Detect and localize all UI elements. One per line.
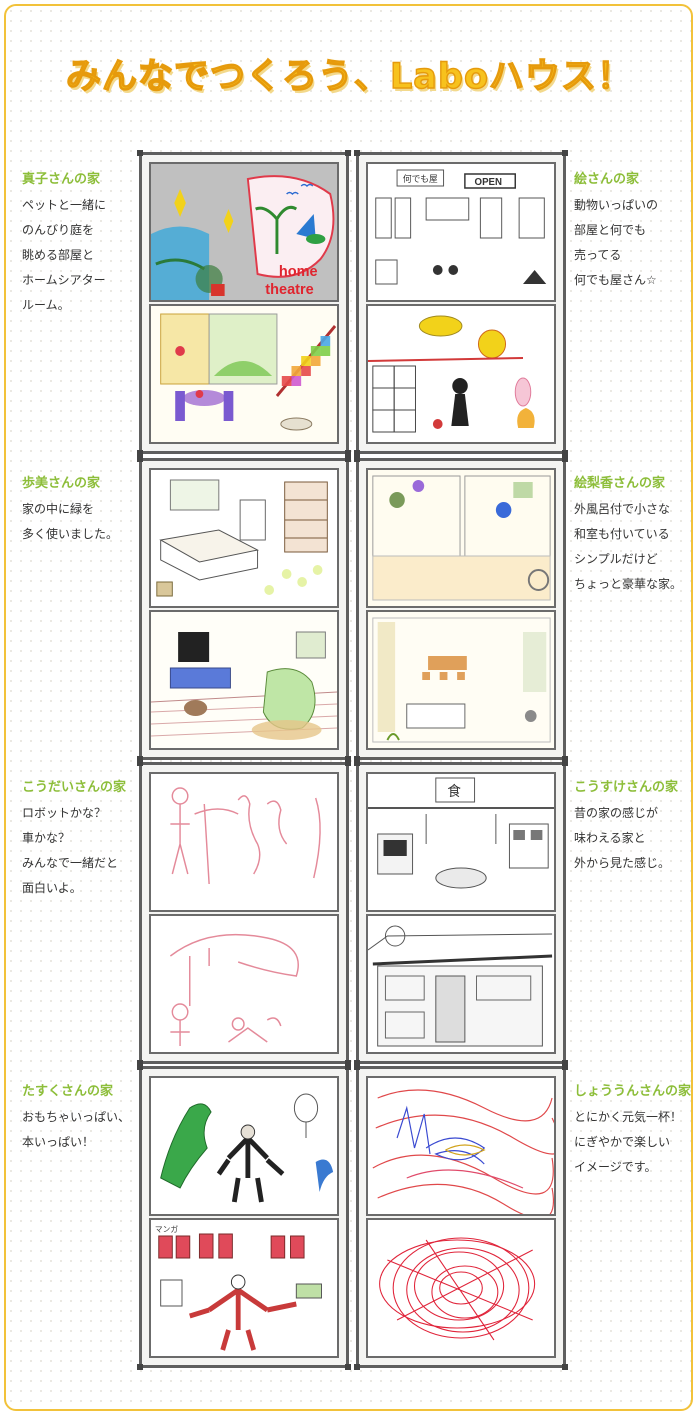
drawing-text-theatre: theatre (265, 282, 313, 298)
car-drawing (151, 916, 337, 1052)
house-name: 絵さんの家 (574, 172, 640, 187)
bedroom-drawing (151, 470, 337, 606)
robot-drawing (151, 774, 337, 910)
house-name: 絵梨香さんの家 (574, 476, 666, 491)
drawing-panel-upper (149, 468, 339, 608)
old-house-interior-drawing: 食 (368, 774, 554, 910)
house-caption-mako: 真子さんの家 ペットと一緒に のんびり庭を 眺める部屋と ホームシアター ルーム… (22, 168, 152, 318)
house-name: こうすけさんの家 (574, 780, 679, 795)
drawing-panel-lower (149, 304, 339, 444)
toys-drawing (151, 1078, 337, 1214)
drawing-panel-upper (366, 1076, 556, 1216)
old-house-exterior-drawing (368, 916, 554, 1052)
house-drawing-kousuke[interactable]: 食 (354, 760, 568, 1066)
house-description: 動物いっぱいの 部屋と何でも 売ってる 何でも屋さん☆ (574, 198, 659, 287)
animal-room-drawing (368, 306, 554, 442)
living-room-drawing (151, 612, 337, 748)
house-name: こうだいさんの家 (22, 780, 127, 795)
house-description: ロボットかな？ 車かな？ みんなで一緒だと 面白いよ。 (22, 806, 119, 895)
house-drawing-tasuku[interactable]: マンガ (137, 1064, 351, 1370)
scribble-drawing-lower (368, 1220, 554, 1356)
house-description: とにかく元気一杯！ にぎやかで楽しい イメージです。 (574, 1110, 683, 1174)
house-caption-tasuku: たすくさんの家 おもちゃいっぱい、 本いっぱい！ (22, 1080, 152, 1155)
house-caption-shouun: しょううんさんの家 とにかく元気一杯！ にぎやかで楽しい イメージです。 (574, 1080, 694, 1180)
drawing-panel-lower (149, 610, 339, 750)
books-drawing: マンガ (151, 1220, 337, 1356)
home-theatre-drawing: home theatre (151, 164, 337, 300)
house-name: たすくさんの家 (22, 1084, 114, 1099)
drawing-panel-upper (366, 468, 556, 608)
drawing-panel-lower (366, 304, 556, 444)
shop-drawing: 何でも屋 OPEN (368, 164, 554, 300)
drawing-panel-lower (366, 610, 556, 750)
house-drawing-shouun[interactable] (354, 1064, 568, 1370)
drawing-panel-lower: マンガ (149, 1218, 339, 1358)
house-caption-koudai: こうだいさんの家 ロボットかな？ 車かな？ みんなで一緒だと 面白いよ。 (22, 776, 152, 901)
drawing-panel-upper: home theatre (149, 162, 339, 302)
bath-floor-drawing (368, 470, 554, 606)
drawing-text-shop: 何でも屋 (403, 173, 438, 185)
house-drawing-koudai[interactable] (137, 760, 351, 1066)
page-title: みんなでつくろう、Laboハウス！ (65, 56, 634, 97)
dining-floor-drawing (368, 612, 554, 748)
drawing-panel-upper: 何でも屋 OPEN (366, 162, 556, 302)
house-drawing-mako[interactable]: home theatre (137, 150, 351, 456)
house-description: おもちゃいっぱい、 本いっぱい！ (22, 1110, 131, 1149)
drawing-text-home: home (279, 264, 318, 280)
house-name: 真子さんの家 (22, 172, 101, 187)
drawing-text-food: 食 (447, 783, 461, 800)
garden-room-drawing (151, 306, 337, 442)
drawing-panel-upper (149, 772, 339, 912)
drawing-panel-lower (366, 1218, 556, 1358)
house-description: 外風呂付で小さな 和室も付いている シンプルだけど ちょっと豪華な家。 (574, 502, 683, 591)
scribble-drawing-upper (368, 1078, 554, 1214)
drawing-panel-lower (149, 914, 339, 1054)
house-drawing-e[interactable]: 何でも屋 OPEN (354, 150, 568, 456)
house-name: 歩美さんの家 (22, 476, 101, 491)
drawing-text-manga: マンガ (155, 1224, 178, 1234)
house-description: 家の中に緑を 多く使いました。 (22, 502, 119, 541)
drawing-text-open: OPEN (475, 177, 502, 188)
house-caption-e: 絵さんの家 動物いっぱいの 部屋と何でも 売ってる 何でも屋さん☆ (574, 168, 694, 293)
house-caption-erika: 絵梨香さんの家 外風呂付で小さな 和室も付いている シンプルだけど ちょっと豪華… (574, 472, 694, 597)
drawing-panel-upper (149, 1076, 339, 1216)
drawing-panel-upper: 食 (366, 772, 556, 912)
drawing-panel-lower (366, 914, 556, 1054)
house-caption-kousuke: こうすけさんの家 昔の家の感じが 味わえる家と 外から見た感じ。 (574, 776, 694, 876)
house-drawing-ayumi[interactable] (137, 456, 351, 762)
house-caption-ayumi: 歩美さんの家 家の中に緑を 多く使いました。 (22, 472, 152, 547)
house-drawing-erika[interactable] (354, 456, 568, 762)
house-description: 昔の家の感じが 味わえる家と 外から見た感じ。 (574, 806, 671, 870)
house-name: しょううんさんの家 (574, 1084, 692, 1099)
house-description: ペットと一緒に のんびり庭を 眺める部屋と ホームシアター ルーム。 (22, 198, 107, 312)
